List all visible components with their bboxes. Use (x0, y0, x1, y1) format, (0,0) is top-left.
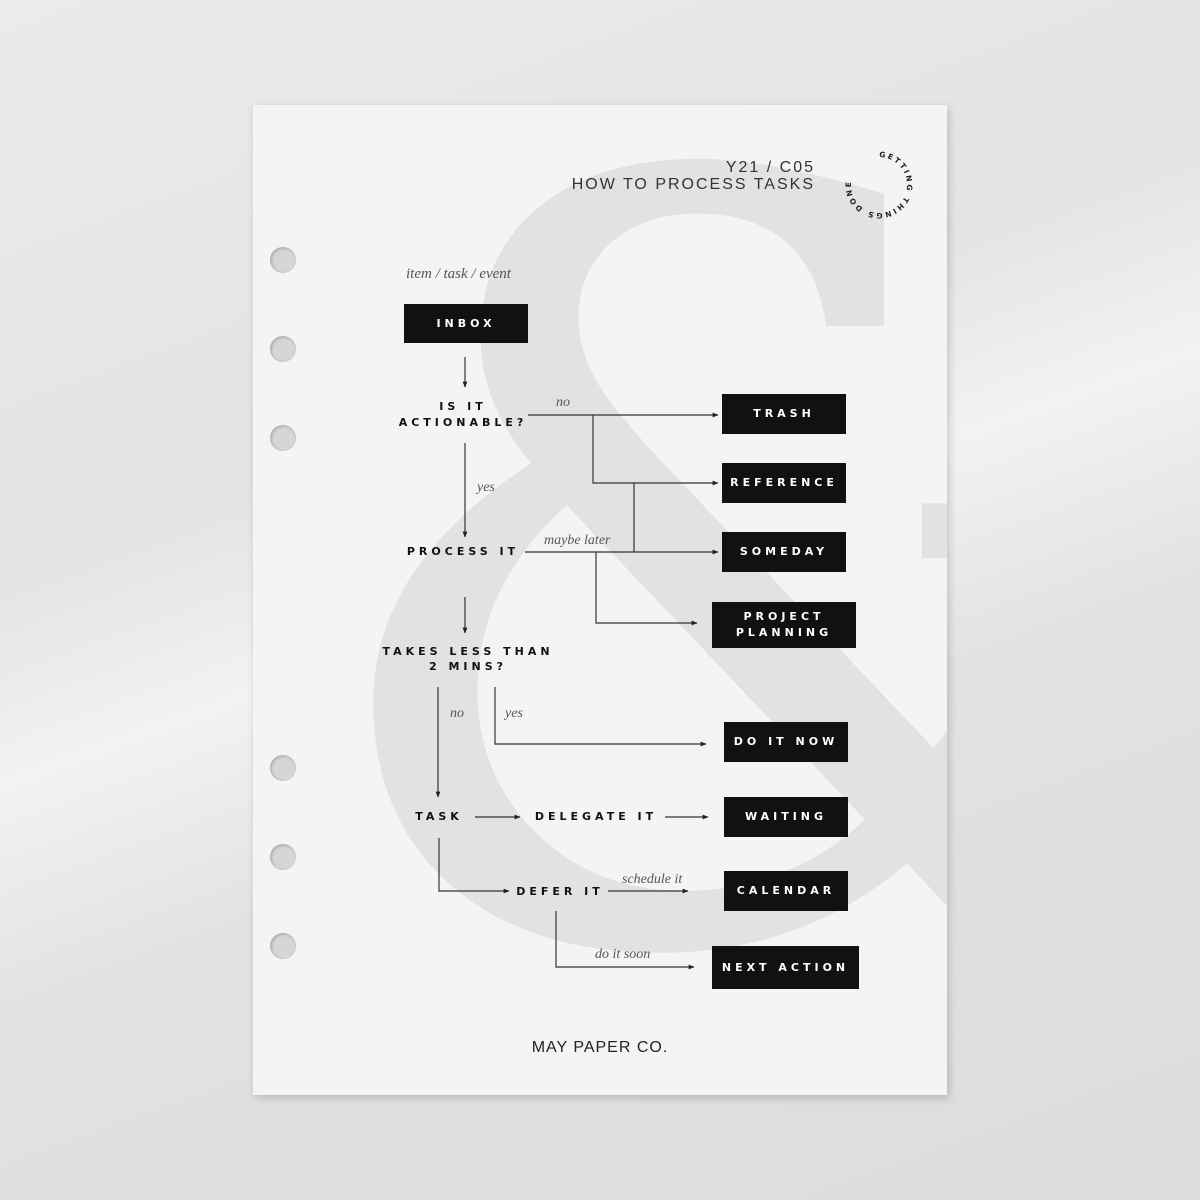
arrow-task-to-defer (438, 838, 510, 894)
arrow-to-reference (592, 415, 719, 486)
edge-label-maybe-later: maybe later (544, 533, 611, 548)
process-it-node: PROCESS IT (406, 545, 520, 558)
actionable-question-line2: ACTIONABLE? (398, 416, 528, 429)
inbox-box: INBOX (404, 304, 528, 343)
punch-hole (270, 755, 296, 781)
edge-label-schedule-it: schedule it (622, 872, 683, 887)
page-title: HOW TO PROCESS TASKS (571, 176, 815, 193)
do-it-now-box: DO IT NOW (724, 722, 848, 762)
waiting-box: WAITING (724, 797, 848, 837)
input-label: item / task / event (406, 266, 511, 282)
arrow-to-project-planning (595, 552, 698, 626)
punch-hole (270, 247, 296, 273)
someday-box: SOMEDAY (722, 532, 846, 572)
getting-things-done-badge: GETTING THINGS DONE (844, 150, 912, 220)
arrow-to-next-action (555, 911, 695, 970)
project-planning-label-line2: PLANNING (735, 626, 833, 639)
two-minutes-question-line2: 2 MINS? (428, 660, 508, 673)
edge-label-do-it-soon: do it soon (595, 947, 651, 962)
edge-label-no: no (450, 706, 464, 721)
delegate-it-node: DELEGATE IT (534, 810, 658, 823)
punch-hole (270, 844, 296, 870)
edge-label-yes: yes (477, 480, 495, 495)
reference-box: REFERENCE (722, 463, 846, 503)
punch-hole (270, 933, 296, 959)
page-code: Y21 / C05 (725, 159, 815, 176)
punch-hole (270, 425, 296, 451)
trash-box: TRASH (722, 394, 846, 434)
project-planning-box: PROJECT PLANNING (712, 602, 856, 648)
brand-footer: MAY PAPER CO. (531, 1039, 669, 1056)
ampersand-watermark: & (298, 105, 947, 1095)
edge-label-no: no (556, 395, 570, 410)
next-action-box: NEXT ACTION (712, 946, 859, 989)
planner-page: & Y21 / C05 HOW TO PROCESS TASKS GETTING… (253, 105, 947, 1095)
punch-hole (270, 336, 296, 362)
actionable-question-line1: IS IT (439, 400, 487, 413)
flow-connectors (435, 357, 719, 970)
calendar-box: CALENDAR (724, 871, 848, 911)
task-node: TASK (415, 810, 463, 823)
two-minutes-question-line1: TAKES LESS THAN (382, 645, 554, 658)
edge-label-yes: yes (505, 706, 523, 721)
defer-it-node: DEFER IT (516, 885, 604, 898)
project-planning-label-line1: PROJECT (743, 610, 825, 623)
arrow-to-do-it-now (494, 687, 707, 747)
